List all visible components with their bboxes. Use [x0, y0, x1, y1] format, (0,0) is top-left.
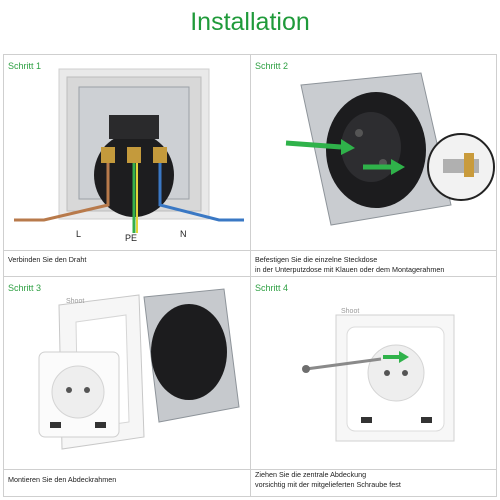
step-1-caption: Verbinden Sie den Draht	[8, 255, 87, 264]
wire-label-n: N	[180, 229, 187, 239]
grid-divider-caption-bottom	[4, 469, 496, 470]
arrow-left	[285, 140, 342, 150]
wire-blue	[158, 163, 244, 222]
instruction-grid: Schritt 1 L PE N Verbinden Sie den Draht	[3, 54, 497, 497]
wire-label-pe: PE	[125, 233, 137, 243]
wiring-illustration: L PE N	[14, 68, 244, 243]
grid-divider-caption-top	[4, 250, 496, 251]
usb-port-left	[361, 417, 372, 423]
step-3-label: Schritt 3	[8, 283, 42, 293]
step-3-panel: Schritt 3 Shoot Montieren Sie den Abdeck…	[4, 277, 249, 498]
terminal-pe	[127, 147, 141, 163]
cover-frame-illustration: Shoot	[38, 288, 240, 450]
brand-label: Shoot	[66, 298, 84, 305]
terminal-n	[153, 147, 167, 163]
step-1-label: Schritt 1	[8, 61, 42, 71]
step-2-panel: Schritt 2 Befestigen Sie die einzelne St…	[251, 55, 496, 276]
terminal-l	[101, 147, 115, 163]
usb-port-right	[421, 417, 432, 423]
usb-port-right	[95, 422, 106, 428]
step-4-panel: Schritt 4 Shoot Ziehen Sie die zentrale …	[251, 277, 496, 498]
screw	[305, 357, 382, 371]
screw-illustration: Shoot	[302, 308, 455, 442]
step-2-label: Schritt 2	[255, 61, 289, 71]
grid-divider-vertical	[250, 55, 251, 496]
mounting-illustration	[285, 72, 495, 226]
step-3-caption: Montieren Sie den Abdeckrahmen	[8, 475, 117, 484]
wire-brown	[14, 163, 110, 222]
step-4-label: Schritt 4	[255, 283, 289, 293]
grid-divider-middle	[4, 276, 496, 277]
wire-label-l: L	[76, 229, 81, 239]
step-4-caption: Ziehen Sie die zentrale Abdeckung vorsic…	[255, 470, 401, 489]
step-1-panel: Schritt 1 L PE N Verbinden Sie den Draht	[4, 55, 249, 276]
page-title: Installation	[190, 8, 310, 36]
brand-label: Shoot	[341, 308, 359, 315]
usb-port-left	[50, 422, 61, 428]
step-2-caption: Befestigen Sie die einzelne Steckdose in…	[255, 255, 445, 274]
